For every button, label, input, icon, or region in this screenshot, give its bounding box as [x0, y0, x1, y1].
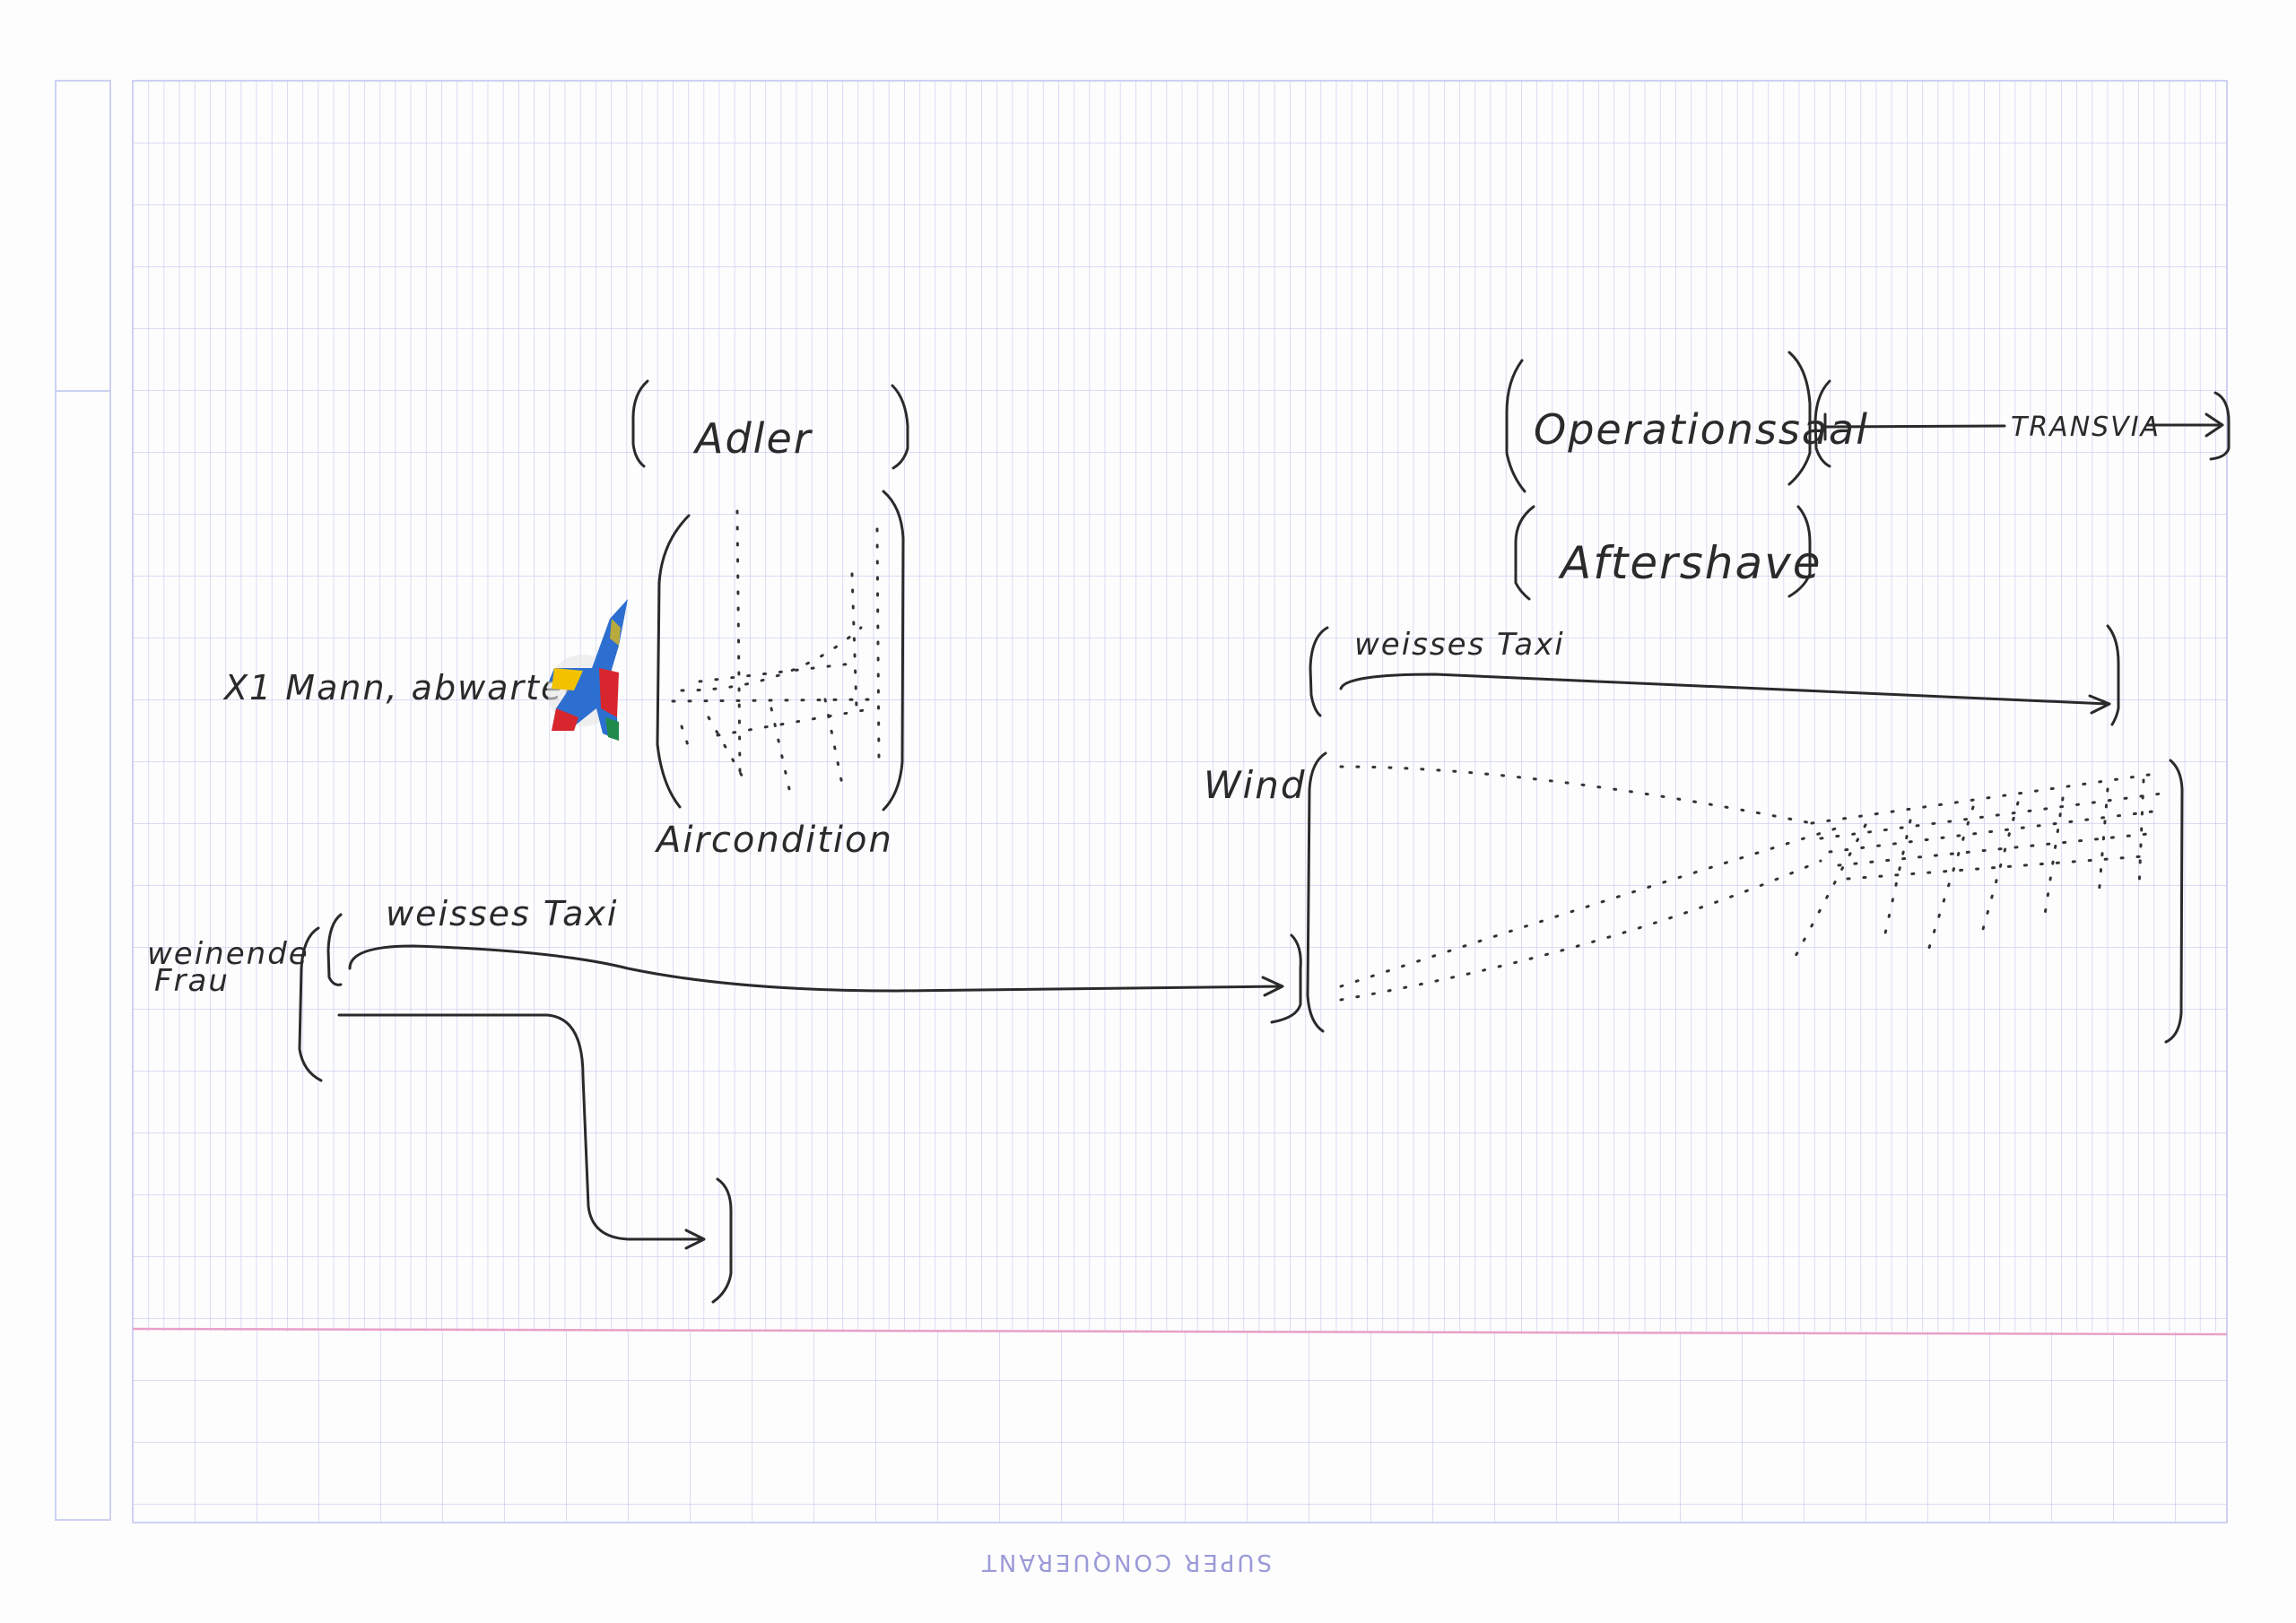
aircondition-bracket-left: [656, 514, 691, 809]
aftershave-bracket-left: [1514, 505, 1535, 601]
adler-block: Adler: [631, 379, 909, 470]
taxi-top-arrow: [1339, 673, 2111, 715]
frau-label: Frau: [154, 963, 230, 999]
aircondition-bracket-right: [882, 490, 905, 812]
mann-label: X1 Mann, abwartend: [222, 668, 611, 707]
paper-brand-label: SUPER CONQUERANT: [979, 1549, 1272, 1575]
coarse-grid: [133, 1332, 2227, 1523]
wind-entry-bracket: [1270, 933, 1302, 1024]
wind-label: Wind: [1204, 763, 1306, 807]
taxi-top-bracket-left: [1309, 626, 1329, 717]
aircondition-label: Aircondition: [654, 820, 893, 861]
operationssaal-bracket-left: [1505, 359, 1526, 493]
frau-bracket-small: [326, 913, 343, 986]
operationssaal-block: Operationssaal: [1505, 351, 1869, 493]
transvia-line: [1823, 424, 2006, 429]
frau-bracket-big: [298, 926, 323, 1082]
aftershave-bracket-right: [1787, 505, 1812, 598]
graph-paper: [55, 80, 2228, 1523]
weisses-taxi-top-block: weisses Taxi: [1309, 624, 2120, 726]
transvia-arrow: [2146, 412, 2224, 438]
operationssaal-bracket-right: [1787, 351, 1812, 486]
adler-label: Adler: [692, 414, 813, 463]
taxi-bottom-arrow-to-wind: [348, 944, 1284, 997]
transvia-label: TRANSVIA: [2011, 412, 2161, 443]
taxi-bottom-label: weisses Taxi: [386, 894, 618, 933]
aircondition-block: Aircondition: [654, 490, 905, 861]
weisses-taxi-bottom-block: weisses Taxi: [337, 894, 1302, 1304]
weinende-frau-block: weinende Frau: [147, 913, 343, 1082]
operationssaal-label: Operationssaal: [1534, 405, 1869, 454]
pink-margin-line: [132, 1327, 2228, 1336]
wind-bracket-right: [2164, 759, 2184, 1044]
taxi-bottom-arrow-down: [337, 1013, 706, 1250]
adler-bracket-right: [891, 384, 909, 470]
transvia-bracket-right: [2209, 391, 2231, 461]
transvia-block: TRANSVIA: [1813, 379, 2231, 468]
wind-dot-perspective: [1339, 765, 2163, 1002]
transvia-bracket-left: [1813, 379, 1831, 468]
aftershave-label: Aftershave: [1558, 537, 1822, 589]
wind-bracket-left: [1306, 751, 1327, 1033]
wind-block: Wind: [1204, 751, 2184, 1044]
flag-figure-icon: [547, 599, 628, 741]
taxi-top-label: weisses Taxi: [1354, 627, 1565, 663]
weinende-label: weinende: [147, 936, 309, 972]
empty-bracket-bottom: [711, 1177, 733, 1304]
aircondition-dot-perspective: [671, 509, 881, 791]
aftershave-block: Aftershave: [1514, 505, 1822, 601]
fine-grid: [133, 81, 2227, 1332]
taxi-top-bracket-right: [2106, 624, 2120, 726]
adler-bracket-left: [631, 379, 649, 468]
left-margin-strip: [55, 80, 111, 1521]
grid-border: [132, 80, 2228, 1523]
